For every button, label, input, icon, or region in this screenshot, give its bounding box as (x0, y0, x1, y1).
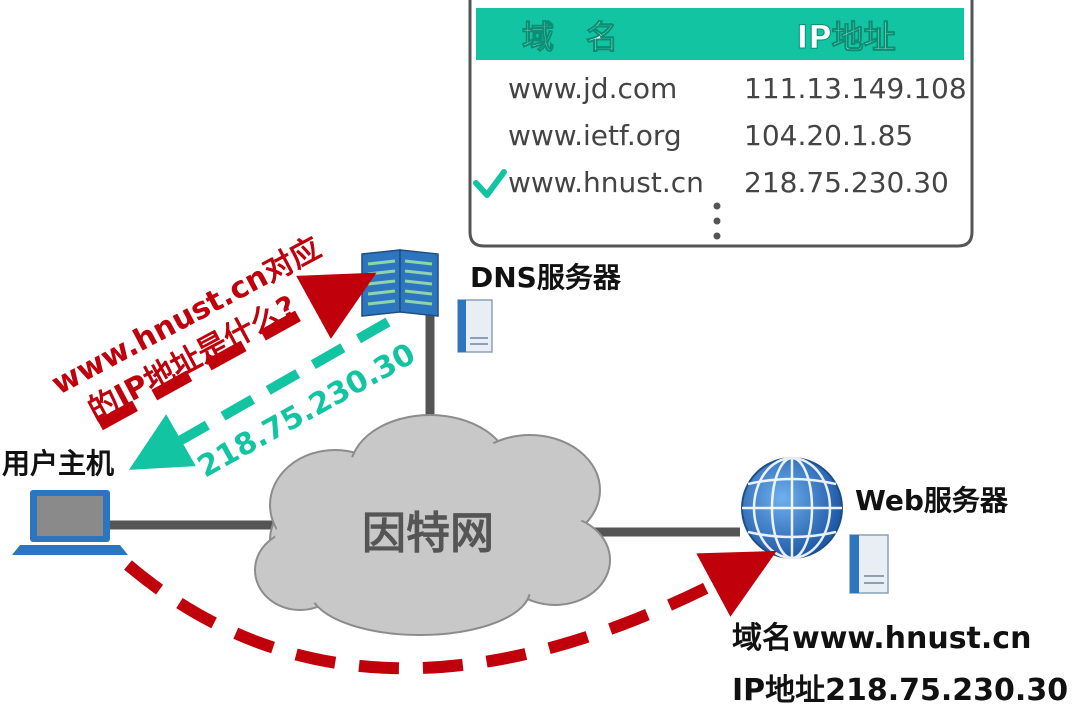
server-tower-icon (849, 534, 889, 594)
row-ip: 104.20.1.85 (744, 119, 913, 152)
globe-icon (741, 456, 843, 560)
more-rows-icon (713, 202, 721, 240)
internet-cloud: 因特网 (254, 414, 611, 636)
row-domain: www.jd.com (508, 72, 677, 105)
row-domain: www.ietf.org (508, 119, 682, 152)
user-host: 用户主机 (2, 447, 128, 555)
dns-server: DNS服务器 (361, 249, 622, 353)
web-ip-label: IP地址218.75.230.30 (732, 673, 1068, 708)
query-arrow (97, 272, 377, 431)
dns-table: 域 名 IP地址 www.jd.com 111.13.149.108 www.i… (468, 0, 974, 248)
row-domain: www.hnust.cn (508, 166, 704, 199)
laptop-icon (12, 490, 128, 555)
web-server-label: Web服务器 (855, 484, 1009, 517)
internet-label: 因特网 (362, 508, 494, 559)
host-label: 用户主机 (2, 447, 114, 480)
web-server: Web服务器 (741, 456, 1009, 594)
check-icon (473, 169, 507, 198)
dns-server-label: DNS服务器 (470, 261, 622, 294)
header-domain: 域 名 (522, 18, 618, 56)
row-ip: 111.13.149.108 (744, 72, 967, 105)
dns-table-header (476, 8, 964, 60)
server-tower-icon (457, 299, 493, 353)
web-domain-label: 域名www.hnust.cn (732, 621, 1031, 656)
book-icon (361, 249, 439, 317)
response-arrow (128, 317, 391, 470)
row-ip: 218.75.230.30 (744, 166, 949, 199)
access-arrow (124, 550, 777, 675)
header-ip: IP地址 (796, 18, 895, 56)
dns-table-border (468, 0, 974, 248)
